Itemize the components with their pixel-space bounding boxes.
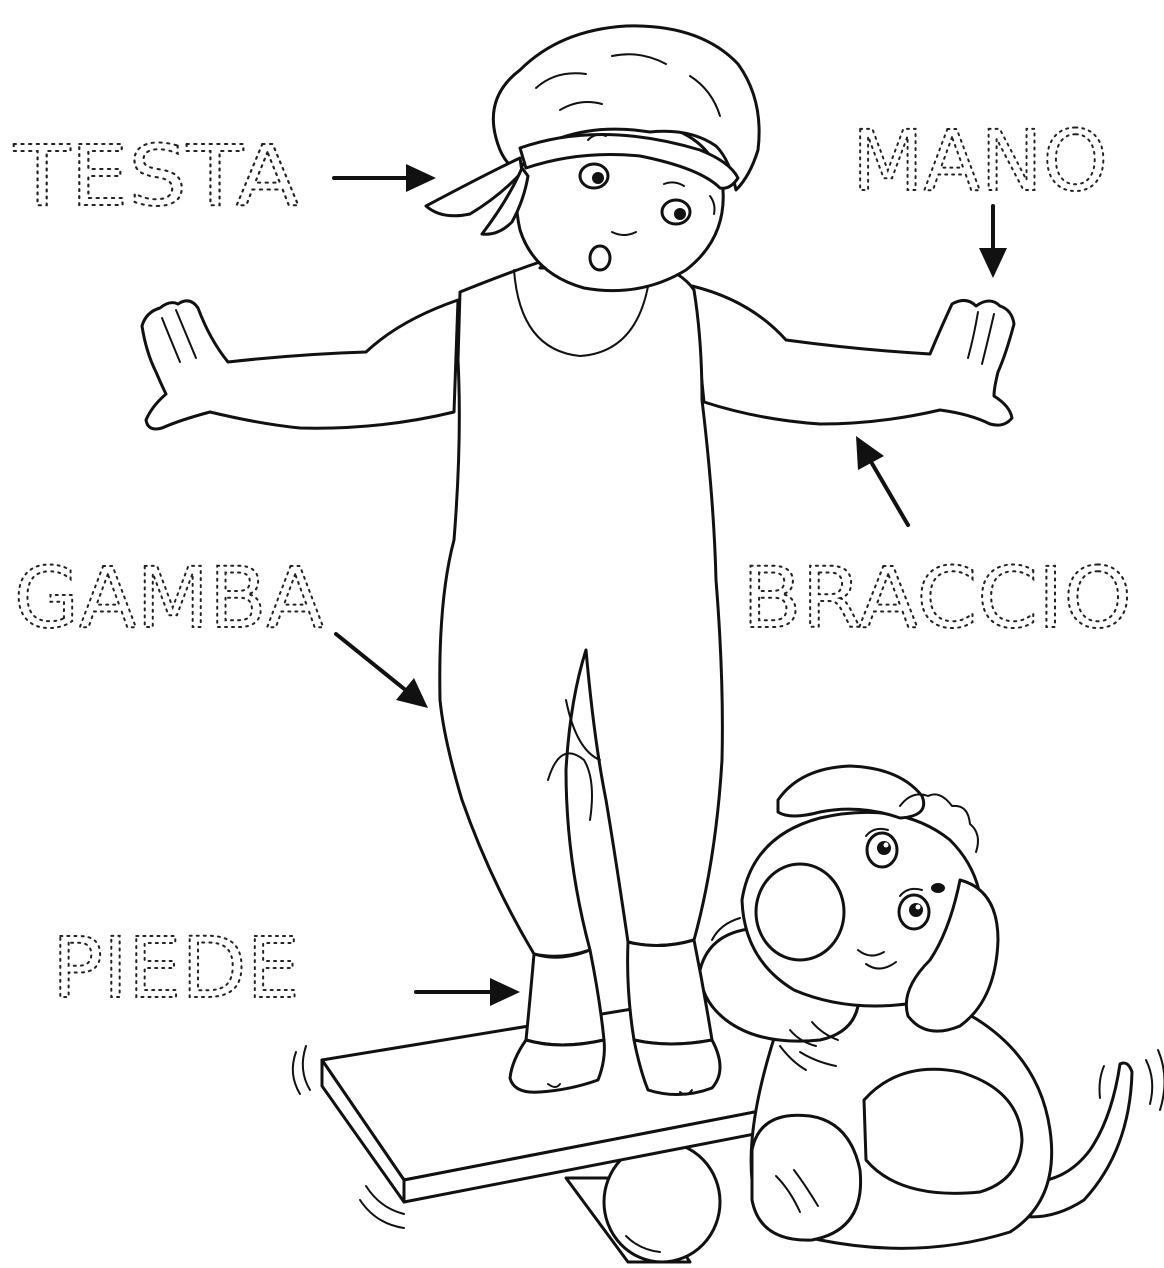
arrow-braccio	[856, 436, 910, 527]
arrow-mano	[979, 204, 1007, 278]
label-piede: PIEDE	[52, 919, 300, 1017]
balance-roller	[564, 1140, 722, 1264]
label-testa: TESTA	[13, 127, 299, 225]
puppy	[698, 764, 1164, 1250]
label-gamba: GAMBA	[14, 549, 324, 647]
balance-board	[291, 986, 902, 1229]
child-figure	[140, 24, 1016, 1097]
label-mano: MANO	[852, 112, 1108, 210]
arrow-piede	[414, 978, 520, 1006]
label-braccio: BRACCIO	[742, 549, 1132, 647]
arrow-testa	[332, 164, 436, 192]
arrow-gamba	[334, 632, 428, 708]
